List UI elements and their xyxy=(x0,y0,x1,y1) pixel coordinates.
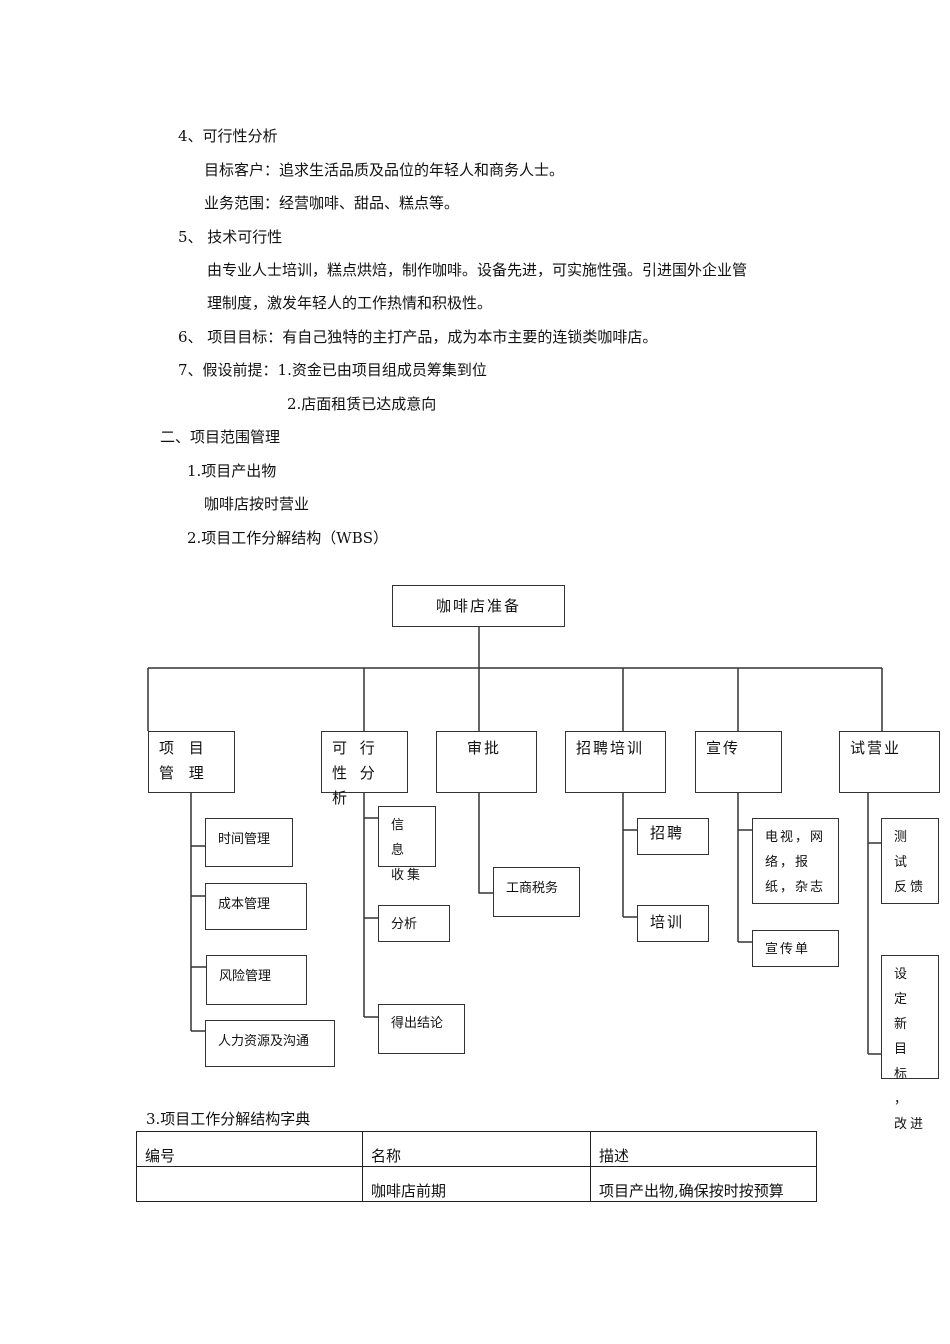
text-deliverable: 咖啡店按时营业 xyxy=(204,495,310,513)
wbs-item-analysis: 分析 xyxy=(378,905,450,942)
text-assumption-2: 2.店面租赁已达成意向 xyxy=(287,395,437,413)
heading-wbs: 2.项目工作分解结构（WBS） xyxy=(187,529,389,547)
wbs-item-hr-communication: 人力资源及沟通 xyxy=(205,1020,335,1067)
cell-id xyxy=(136,1166,363,1202)
wbs-item-flyers: 宣传单 xyxy=(752,930,839,967)
wbs-group-recruitment: 招聘培训 xyxy=(565,731,666,793)
cell-description: 项目产出物,确保按时按预算 xyxy=(590,1166,817,1202)
wbs-group-feasibility: 可 行 性 分析 xyxy=(321,731,408,807)
wbs-group-approval: 审批 xyxy=(436,731,537,793)
wbs-item-training: 培训 xyxy=(637,905,709,942)
wbs-item-test-feedback: 测 试 反馈 xyxy=(881,818,939,904)
heading-deliverables: 1.项目产出物 xyxy=(187,462,277,480)
wbs-root: 咖啡店准备 xyxy=(392,585,565,627)
heading-feasibility: 4、可行性分析 xyxy=(178,127,278,145)
wbs-item-info-collection: 信 息 收集 xyxy=(378,806,436,883)
text-project-goal: 6、 项目目标：有自己独特的主打产品，成为本市主要的连锁类咖啡店。 xyxy=(178,328,658,346)
wbs-group-project-management: 项 目 管 理 xyxy=(148,731,235,793)
wbs-item-media: 电视，网络，报纸，杂志 xyxy=(752,818,839,904)
wbs-item-cost-management: 成本管理 xyxy=(205,883,307,930)
wbs-dictionary-table: 编号 名称 描述 咖啡店前期 项目产出物,确保按时按预算 xyxy=(136,1131,817,1202)
wbs-item-business-tax: 工商税务 xyxy=(493,867,580,917)
text-business-scope: 业务范围：经营咖啡、甜品、糕点等。 xyxy=(204,194,460,212)
wbs-group-trial-operation: 试营业 xyxy=(839,731,940,793)
header-id: 编号 xyxy=(136,1131,363,1167)
wbs-item-recruit: 招聘 xyxy=(637,818,709,855)
table-header-row: 编号 名称 描述 xyxy=(136,1131,817,1167)
heading-scope-management: 二、项目范围管理 xyxy=(160,428,281,446)
wbs-item-risk-management: 风险管理 xyxy=(206,955,307,1005)
wbs-item-new-goals: 设 定 新 目 标 ， 改进 xyxy=(881,955,939,1132)
cell-name: 咖啡店前期 xyxy=(362,1166,591,1202)
table-row: 咖啡店前期 项目产出物,确保按时按预算 xyxy=(136,1166,817,1202)
dictionary-title: 3.项目工作分解结构字典 xyxy=(146,1110,311,1128)
wbs-item-time-management: 时间管理 xyxy=(205,818,293,867)
text-target-customers: 目标客户：追求生活品质及品位的年轻人和商务人士。 xyxy=(204,161,565,179)
text-tech-2: 理制度，激发年轻人的工作热情和积极性。 xyxy=(207,294,493,312)
header-name: 名称 xyxy=(362,1131,591,1167)
wbs-group-promotion: 宣传 xyxy=(695,731,782,793)
text-tech-1: 由专业人士培训，糕点烘焙，制作咖啡。设备先进，可实施性强。引进国外企业管 xyxy=(207,261,748,279)
wbs-item-conclusion: 得出结论 xyxy=(378,1004,465,1054)
heading-tech-feasibility: 5、 技术可行性 xyxy=(178,228,283,246)
text-assumption-1: 7、假设前提：1.资金已由项目组成员筹集到位 xyxy=(178,361,487,379)
header-description: 描述 xyxy=(590,1131,817,1167)
